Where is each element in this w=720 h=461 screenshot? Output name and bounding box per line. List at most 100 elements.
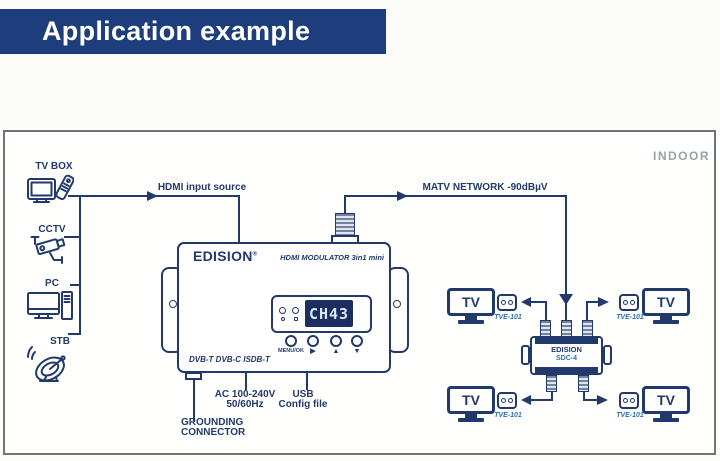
down-arrow-label: ▼ <box>353 348 361 355</box>
tv-2-base <box>653 320 679 324</box>
splitter-out3-cable-h <box>529 399 551 401</box>
splitter-brand: EDISION <box>551 345 582 354</box>
tv-3: TV <box>447 386 495 422</box>
rf-connector-base <box>331 235 359 244</box>
splitter-out2-cable-h <box>588 301 600 303</box>
out4-arrow-icon <box>597 395 608 405</box>
wall-outlet-4 <box>619 392 639 409</box>
usb-callout-line <box>306 373 308 390</box>
ac-callout-line <box>245 373 247 390</box>
matv-line-label: MATV NETWORK -90dBµV <box>422 182 548 193</box>
splitter-top-bar <box>535 336 598 344</box>
wall-outlet-2 <box>619 294 639 311</box>
header-bar: Application example <box>0 9 386 54</box>
splitter-ear-left <box>521 345 530 365</box>
usb-label-line2: Config file <box>278 399 328 410</box>
out1-arrow-icon <box>521 297 531 307</box>
source-label-stb: STB <box>50 336 70 347</box>
source-label-tvbox: TV BOX <box>35 161 73 172</box>
lock-glyph-icon <box>294 317 298 321</box>
grounding-label-line2: CONNECTOR <box>181 427 246 438</box>
wall-outlet-3-label: TVE-101 <box>494 412 522 419</box>
hdmi-line-label: HDMI input source <box>157 182 247 193</box>
power-glyph-icon <box>281 317 285 321</box>
up-arrow-label: ▲ <box>332 348 340 355</box>
cctv-stub-line <box>64 236 80 238</box>
ac-label-line2: 50/60Hz <box>226 399 264 410</box>
tv-1-screen: TV <box>447 288 495 316</box>
tv-4-base <box>653 418 679 422</box>
menu-ok-button <box>285 335 297 347</box>
splitter-out4-cable-h <box>585 399 597 401</box>
tv-2-neck <box>660 316 672 320</box>
wall-outlet-1 <box>497 294 517 311</box>
splitter-input-arrow-icon <box>559 294 573 305</box>
splitter-out1-cable-v <box>545 301 547 322</box>
right-button <box>307 335 319 347</box>
stb-stub-line <box>68 333 80 335</box>
mount-keyhole-left-icon <box>169 300 177 308</box>
mount-keyhole-right-icon <box>393 300 401 308</box>
stb-icon <box>26 345 74 392</box>
source-label-cctv: CCTV <box>38 224 66 235</box>
matv-line-down <box>565 196 567 320</box>
up-button <box>330 335 342 347</box>
usb-label-line1: USB <box>292 389 314 400</box>
source-bracket-line <box>79 196 81 335</box>
tv-3-neck <box>465 414 477 418</box>
matv-arrow-icon <box>397 191 408 201</box>
right-arrow-label: ▶ <box>310 348 316 355</box>
power-led-icon <box>279 307 286 314</box>
signal-led-icon <box>292 307 299 314</box>
tv-4-neck <box>660 414 672 418</box>
wall-outlet-4-label: TVE-101 <box>616 412 644 419</box>
menu-ok-label: MENU/OK <box>278 348 304 354</box>
ac-label-line1: AC 100-240V <box>214 389 276 400</box>
down-button <box>351 335 363 347</box>
pc-icon <box>26 289 74 330</box>
grounding-label-line1: GROUNDING <box>181 417 244 428</box>
tv-1-neck <box>465 316 477 320</box>
matv-line-up <box>344 196 346 214</box>
modulator-brand: EDISION® <box>193 249 257 264</box>
hdmi-arrow-icon <box>147 191 158 201</box>
indoor-label: INDOOR <box>653 149 710 163</box>
splitter-bottom-connector-2 <box>578 375 589 392</box>
tv-2-screen: TV <box>642 288 690 316</box>
tv-3-base <box>458 418 484 422</box>
tv-4: TV <box>642 386 690 422</box>
out2-arrow-icon <box>598 297 609 307</box>
channel-display-value: CH43 <box>308 304 350 323</box>
pc-stub-line <box>70 284 80 286</box>
source-label-pc: PC <box>45 278 59 289</box>
grounding-callout-line <box>193 380 195 421</box>
hdmi-line-horizontal <box>80 195 240 197</box>
hdmi-line-vertical <box>238 196 240 243</box>
channel-display: CH43 <box>305 300 353 327</box>
splitter-out1-cable-h <box>529 301 547 303</box>
splitter-out3-cable-v <box>551 391 553 401</box>
cctv-icon <box>30 235 72 272</box>
tv-3-screen: TV <box>447 386 495 414</box>
broadcast-standards-label: DVB-T DVB-C ISDB-T <box>189 355 270 364</box>
splitter-bottom-connector-1 <box>546 375 557 392</box>
page-title: Application example <box>42 16 311 46</box>
tv-2: TV <box>642 288 690 324</box>
tv-4-screen: TV <box>642 386 690 414</box>
splitter-top-connector-1 <box>540 320 551 337</box>
splitter-ear-right <box>603 345 612 365</box>
tvbox-icon <box>26 172 75 211</box>
tvbox-stub-line <box>68 195 80 197</box>
matv-line-horizontal <box>344 195 567 197</box>
wall-outlet-3 <box>497 392 517 409</box>
tv-1-base <box>458 320 484 324</box>
wall-outlet-2-label: TVE-101 <box>616 314 644 321</box>
reg-mark: ® <box>252 251 258 258</box>
splitter-out2-cable-v <box>586 301 588 322</box>
rf-connector-icon <box>335 213 355 236</box>
wall-outlet-1-label: TVE-101 <box>494 314 522 321</box>
modulator-model: HDMI MODULATOR 3in1 mini <box>280 253 384 262</box>
splitter-input-connector <box>561 320 572 337</box>
grounding-tab <box>185 372 202 380</box>
